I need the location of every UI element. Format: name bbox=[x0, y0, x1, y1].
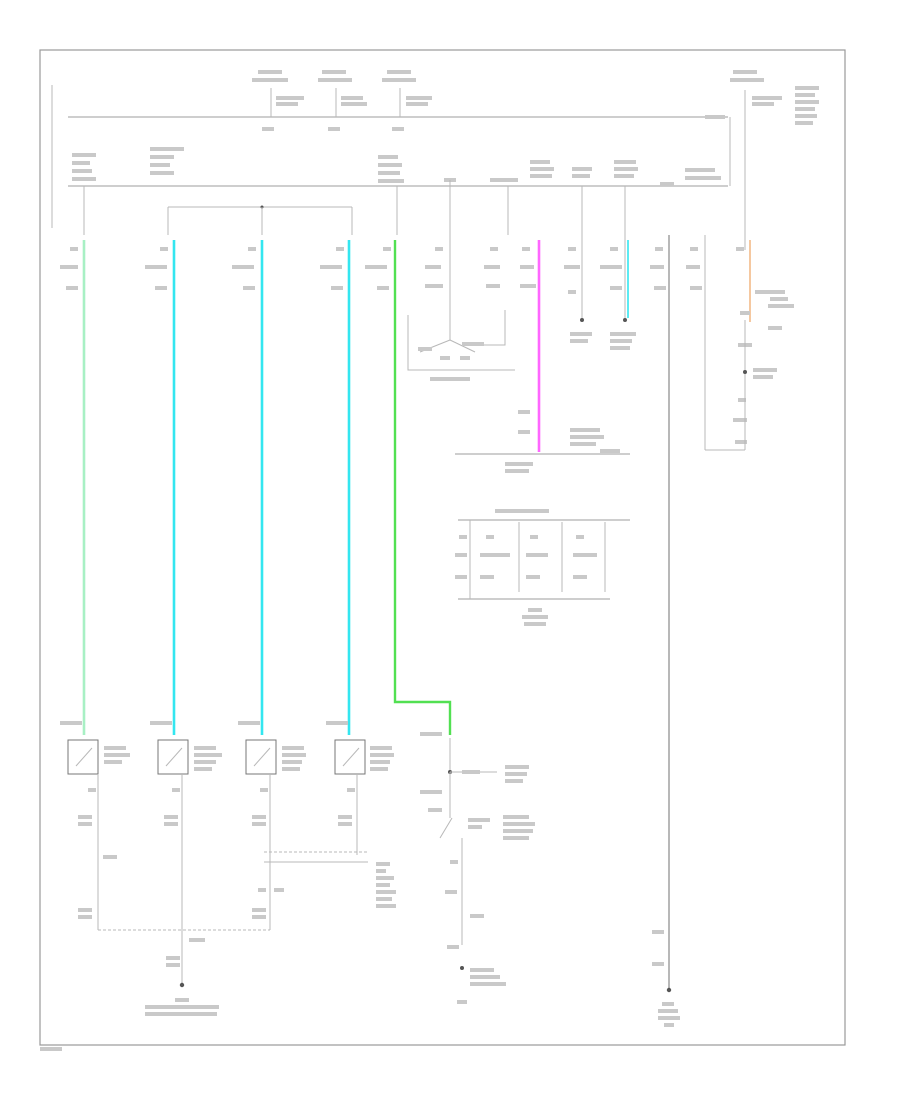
sub-connector-block bbox=[455, 509, 630, 626]
ground-network bbox=[78, 851, 396, 1016]
page-marker bbox=[40, 1047, 62, 1051]
diagram-frame bbox=[39, 49, 846, 1046]
fuse-top-right bbox=[705, 70, 819, 250]
fuse-group-top bbox=[252, 70, 432, 131]
switch-3 bbox=[245, 739, 277, 775]
switch-4 bbox=[334, 739, 366, 775]
connector-labels-row bbox=[60, 247, 744, 294]
wire-green-2 bbox=[393, 240, 452, 735]
center-switch-assembly bbox=[407, 310, 515, 381]
green-switch-chain bbox=[420, 732, 535, 1004]
right-component-block bbox=[733, 290, 794, 450]
switch-1 bbox=[67, 739, 99, 775]
mid-grounds bbox=[570, 318, 636, 350]
right-ground bbox=[652, 930, 680, 1027]
switch-2 bbox=[157, 739, 189, 775]
mid-bus bbox=[455, 410, 630, 473]
switch-row bbox=[60, 721, 394, 930]
bus-component-labels bbox=[72, 147, 721, 186]
